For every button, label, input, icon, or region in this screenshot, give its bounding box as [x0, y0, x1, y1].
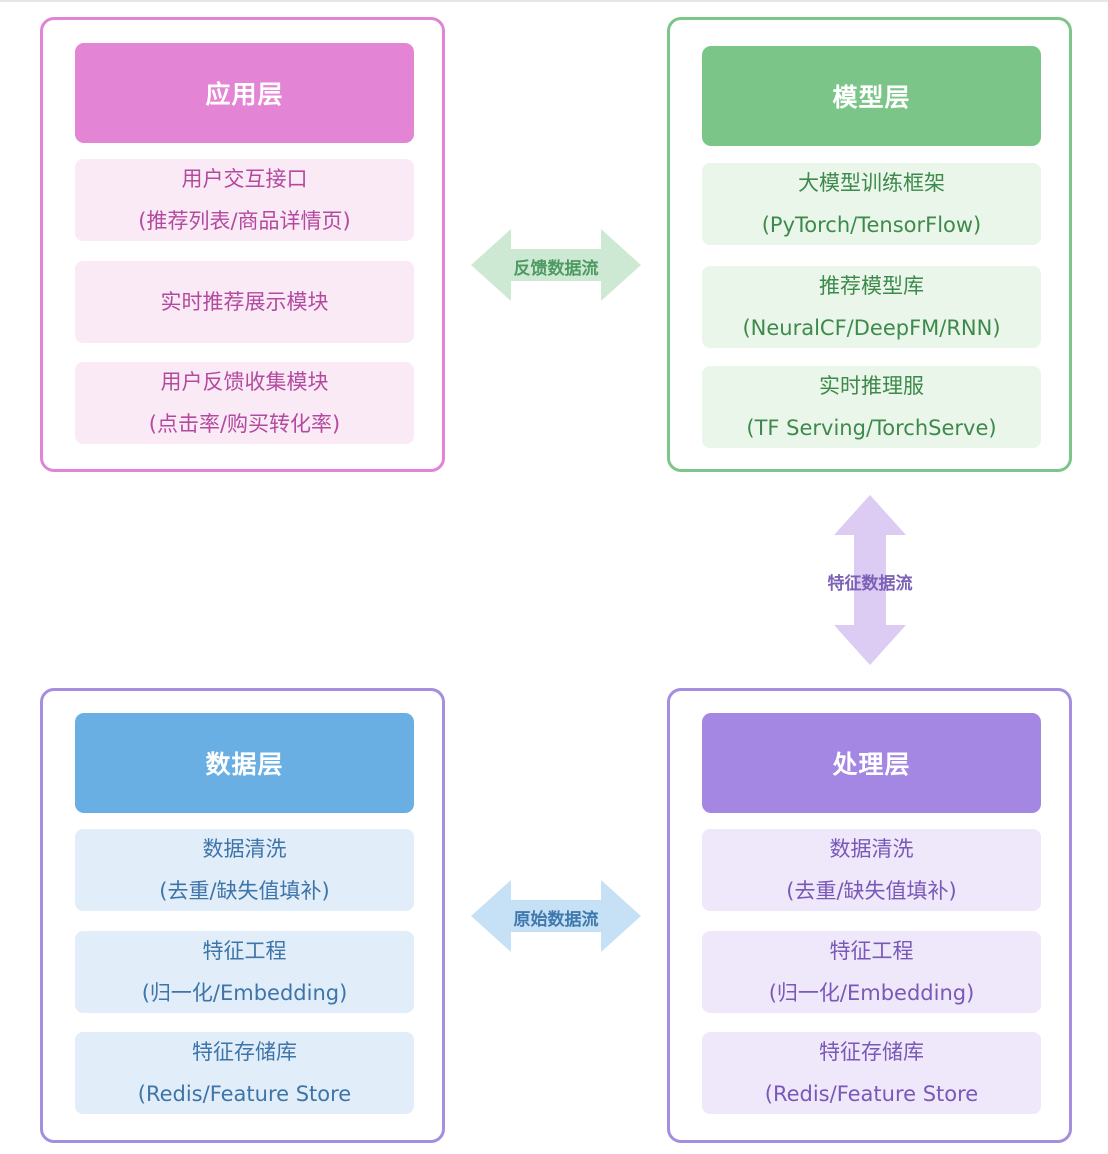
double-arrow-shape: [471, 880, 641, 952]
raw-flow-arrow: [471, 880, 641, 952]
feature-flow-arrow: [834, 495, 906, 665]
data-layer-title: 数据层: [75, 713, 414, 813]
item-detail: (NeuralCF/DeepFM/RNN): [742, 316, 1001, 340]
double-arrow-shape: [471, 229, 641, 301]
item-title: 实时推理服: [819, 374, 924, 398]
item-detail: (PyTorch/TensorFlow): [761, 213, 982, 237]
data-cleaning-item: 数据清洗 (去重/缺失值填补): [702, 829, 1041, 911]
item-detail: (Redis/Feature Store: [137, 1082, 352, 1106]
item-detail: (归一化/Embedding): [768, 981, 975, 1005]
item-title: 数据清洗: [202, 837, 287, 861]
item-detail: (TF Serving/TorchServe): [746, 416, 997, 440]
data-layer-panel: 数据层 数据清洗 (去重/缺失值填补) 特征工程 (归一化/Embedding)…: [40, 688, 445, 1143]
feedback-flow-arrow: [471, 229, 641, 301]
recommendation-model-library-item: 推荐模型库 (NeuralCF/DeepFM/RNN): [702, 266, 1041, 348]
item-detail: (点击率/购买转化率): [148, 412, 341, 436]
feedback-flow-label: 反馈数据流: [513, 259, 599, 279]
feature-flow-label: 特征数据流: [827, 574, 913, 594]
feature-engineering-item: 特征工程 (归一化/Embedding): [75, 931, 414, 1013]
data-cleaning-item: 数据清洗 (去重/缺失值填补): [75, 829, 414, 911]
item-title: 特征存储库: [819, 1040, 924, 1064]
training-framework-item: 大模型训练框架 (PyTorch/TensorFlow): [702, 163, 1041, 245]
model-layer-title: 模型层: [702, 46, 1041, 146]
model-layer-panel: 模型层 大模型训练框架 (PyTorch/TensorFlow) 推荐模型库 (…: [667, 17, 1072, 472]
double-arrow-shape: [834, 495, 906, 665]
processing-layer-title: 处理层: [702, 713, 1041, 813]
top-divider: [0, 0, 1108, 2]
item-title: 实时推荐展示模块: [160, 290, 329, 314]
item-title: 特征存储库: [192, 1040, 297, 1064]
item-detail: (去重/缺失值填补): [159, 879, 330, 903]
raw-flow-label: 原始数据流: [513, 910, 599, 930]
item-title: 用户交互接口: [181, 167, 308, 191]
item-title: 特征工程: [829, 939, 914, 963]
user-feedback-collection-item: 用户反馈收集模块 (点击率/购买转化率): [75, 362, 414, 444]
item-detail: (归一化/Embedding): [141, 981, 348, 1005]
item-title: 大模型训练框架: [798, 171, 945, 195]
item-detail: (Redis/Feature Store: [764, 1082, 979, 1106]
item-detail: (去重/缺失值填补): [786, 879, 957, 903]
item-title: 用户反馈收集模块: [160, 370, 329, 394]
realtime-recommendation-display-item: 实时推荐展示模块: [75, 261, 414, 343]
item-title: 数据清洗: [829, 837, 914, 861]
feature-store-item: 特征存储库 (Redis/Feature Store: [75, 1032, 414, 1114]
feature-engineering-item: 特征工程 (归一化/Embedding): [702, 931, 1041, 1013]
item-title: 推荐模型库: [819, 274, 924, 298]
item-detail: (推荐列表/商品详情页): [138, 209, 351, 233]
processing-layer-panel: 处理层 数据清洗 (去重/缺失值填补) 特征工程 (归一化/Embedding)…: [667, 688, 1072, 1143]
application-layer-title: 应用层: [75, 43, 414, 143]
feature-store-item: 特征存储库 (Redis/Feature Store: [702, 1032, 1041, 1114]
realtime-inference-service-item: 实时推理服 (TF Serving/TorchServe): [702, 366, 1041, 448]
application-layer-panel: 应用层 用户交互接口 (推荐列表/商品详情页) 实时推荐展示模块 用户反馈收集模…: [40, 17, 445, 472]
item-title: 特征工程: [202, 939, 287, 963]
user-interaction-interface-item: 用户交互接口 (推荐列表/商品详情页): [75, 159, 414, 241]
